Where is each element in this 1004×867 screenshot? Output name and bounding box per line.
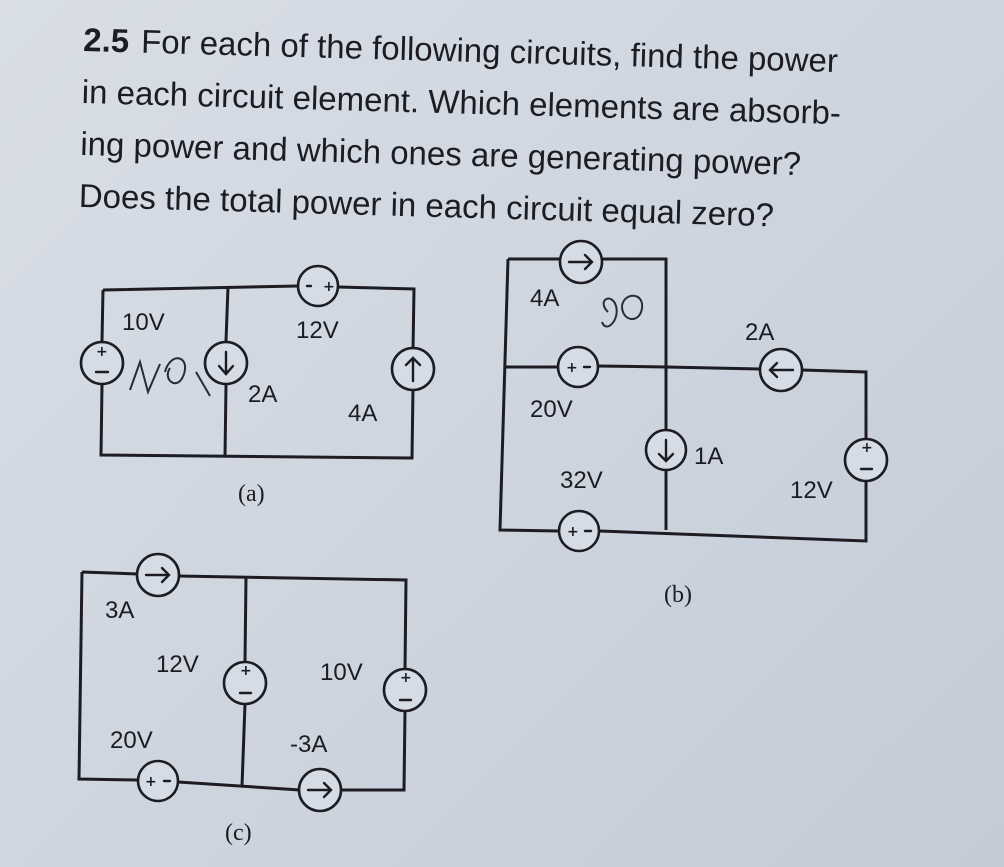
caption-a: (a) bbox=[238, 481, 265, 507]
circuit-a: + + 10V 12V 2A 4A (a) bbox=[79, 264, 436, 507]
label-b-1a: 1A bbox=[694, 443, 723, 470]
label-a-12v: 12V bbox=[296, 317, 339, 344]
voltage-source-icon bbox=[556, 345, 600, 389]
circuit-c-wires bbox=[77, 570, 408, 792]
circuit-c-voltage-source-right: + bbox=[382, 667, 428, 713]
svg-text:+: + bbox=[145, 774, 157, 790]
circuit-a-wires bbox=[99, 284, 416, 460]
svg-text:+: + bbox=[400, 670, 412, 686]
label-c-3a: 3A bbox=[105, 597, 134, 624]
circuit-b-current-source-center bbox=[644, 428, 688, 472]
circuit-b-current-source-top bbox=[558, 239, 604, 285]
circuit-a-voltage-source-top: + bbox=[296, 264, 340, 308]
label-b-20v: 20V bbox=[530, 396, 573, 423]
circuit-b-wires bbox=[498, 257, 868, 543]
label-b-2a: 2A bbox=[745, 319, 774, 346]
svg-text:+: + bbox=[96, 344, 108, 360]
voltage-source-icon bbox=[843, 437, 889, 483]
voltage-source-icon bbox=[136, 759, 180, 803]
label-c-10v: 10V bbox=[320, 659, 363, 686]
circuit-c-current-source-bottom bbox=[297, 767, 343, 813]
svg-text:+: + bbox=[566, 360, 578, 376]
circuit-a-current-source-right bbox=[390, 346, 436, 392]
svg-text:+: + bbox=[861, 440, 873, 456]
svg-text:+: + bbox=[240, 663, 252, 679]
voltage-source-icon bbox=[296, 264, 340, 308]
label-a-2a: 2A bbox=[248, 381, 277, 408]
label-c-20v: 20V bbox=[110, 727, 153, 754]
circuit-b-handwritten-scribble bbox=[601, 294, 644, 328]
circuit-b-voltage-source-bottom: + bbox=[557, 509, 601, 553]
voltage-source-icon bbox=[557, 509, 601, 553]
svg-text:+: + bbox=[323, 279, 335, 295]
caption-b: (b) bbox=[664, 582, 692, 608]
circuit-a-current-source-middle bbox=[203, 340, 249, 386]
label-a-4a: 4A bbox=[348, 400, 377, 427]
svg-text:+: + bbox=[567, 524, 579, 540]
circuit-b-voltage-source-middle: + bbox=[556, 345, 600, 389]
label-a-10v: 10V bbox=[122, 309, 165, 336]
label-b-32v: 32V bbox=[560, 467, 603, 494]
label-c-12v: 12V bbox=[156, 651, 199, 678]
label-b-4a: 4A bbox=[530, 285, 559, 312]
label-b-12v: 12V bbox=[790, 477, 833, 504]
circuit-b: + + + 4A 2A 20V 1A 32V 12V (b) bbox=[498, 239, 889, 608]
circuit-c: + + + 3A 12V 10V 20V -3A (c) bbox=[77, 552, 428, 846]
circuit-a-handwritten-scribble bbox=[129, 357, 211, 397]
voltage-source-icon bbox=[79, 340, 125, 386]
caption-c: (c) bbox=[225, 820, 252, 846]
circuit-c-voltage-source-middle: + bbox=[222, 660, 268, 706]
circuit-b-current-source-right bbox=[758, 347, 804, 393]
circuit-b-voltage-source-right: + bbox=[843, 437, 889, 483]
circuit-c-voltage-source-bottom: + bbox=[136, 759, 180, 803]
circuit-a-voltage-source-left: + bbox=[79, 340, 125, 386]
voltage-source-icon bbox=[222, 660, 268, 706]
circuit-c-current-source-top bbox=[135, 552, 181, 598]
label-c-neg3a: -3A bbox=[290, 731, 327, 758]
voltage-source-icon bbox=[382, 667, 428, 713]
